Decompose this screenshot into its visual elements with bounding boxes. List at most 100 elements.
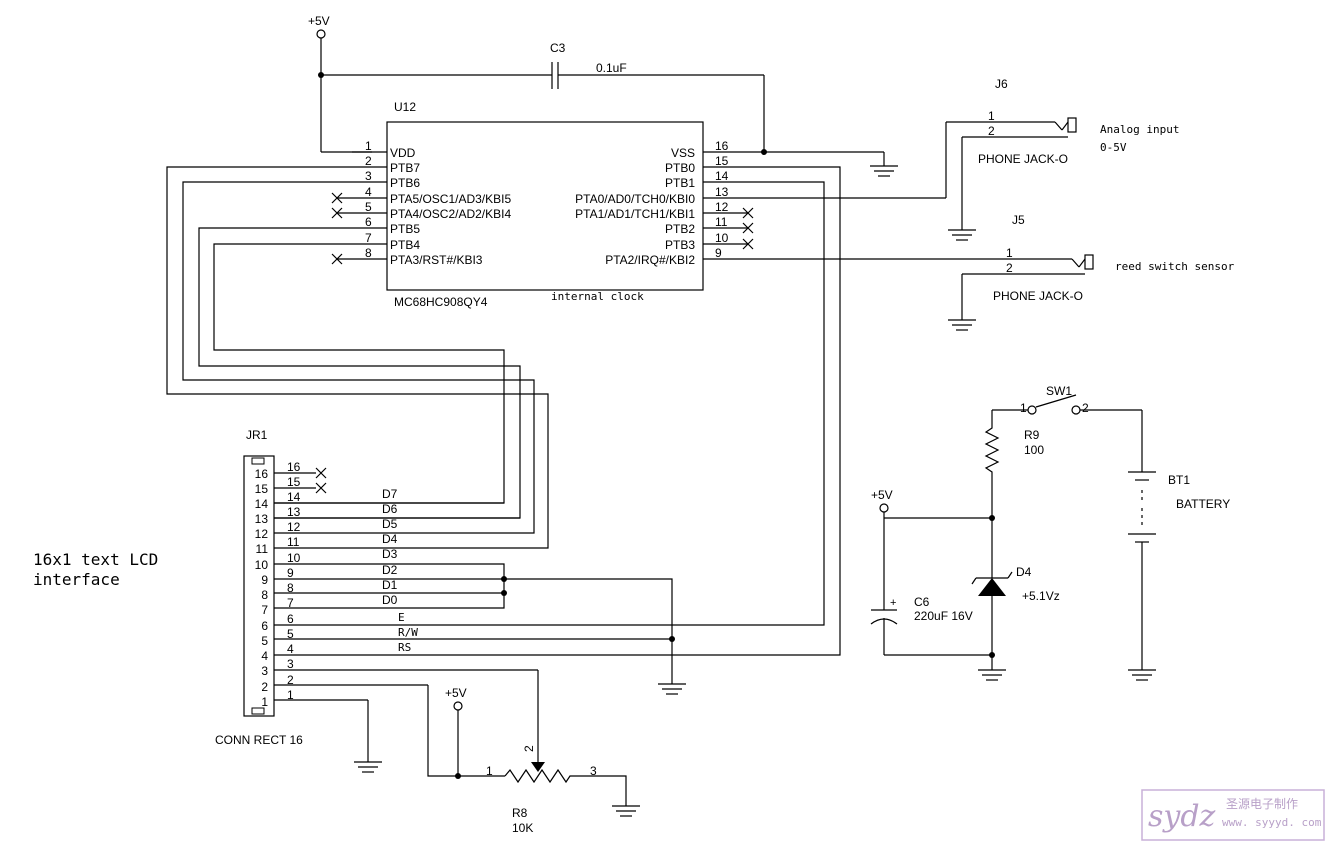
jr1-pin-num: 10 (287, 551, 301, 565)
j5-ref: J5 (1012, 213, 1025, 227)
mcu-pin-name: PTA1/AD1/TCH1/KBI1 (575, 207, 695, 221)
j6-name: PHONE JACK-O (978, 152, 1068, 166)
mcu-pin-name: PTA5/OSC1/AD3/KBI5 (390, 192, 511, 206)
potentiometer-r8: +5V 1 2 3 R8 10K (427, 670, 640, 835)
r9-ref: R9 (1024, 428, 1040, 442)
mcu-pin-num: 16 (715, 139, 729, 153)
mcu-pin-num: 11 (715, 215, 728, 229)
sw1-ref: SW1 (1046, 384, 1072, 398)
d4-value: +5.1Vz (1022, 589, 1060, 603)
battery-bt1: BT1 BATTERY (1128, 410, 1230, 681)
d4-ref: D4 (1016, 565, 1032, 579)
signal-label: D6 (382, 502, 398, 516)
r8-ref: R8 (512, 806, 528, 820)
j5-desc: reed switch sensor (1115, 260, 1235, 273)
lcd-signal-labels: D7 D6 D5 D4 D3 D2 D1 D0 E R/W RS (382, 487, 418, 654)
bt1-name: BATTERY (1176, 497, 1230, 511)
r8-pin3: 3 (590, 764, 597, 778)
mcu-ref: U12 (394, 100, 416, 114)
j6-desc2: 0-5V (1100, 141, 1127, 154)
mcu-pin-num: 4 (365, 185, 372, 199)
mcu-pin-name: VDD (390, 146, 416, 160)
jr1-pin-num: 2 (287, 673, 294, 687)
signal-label: D7 (382, 487, 398, 501)
signal-label: D0 (382, 593, 398, 607)
sw1-pin2: 2 (1082, 401, 1089, 415)
mcu-pin-num: 3 (365, 169, 372, 183)
jr1-pin-num: 12 (287, 520, 301, 534)
jr1-pin-num: 7 (261, 603, 268, 617)
j5-pin2: 2 (1006, 261, 1013, 275)
jr1-pin-num: 5 (287, 627, 294, 641)
signal-label: D1 (382, 578, 398, 592)
mcu-pin-num: 9 (715, 246, 722, 260)
regulator-vcc: +5V (871, 488, 995, 521)
ground-icon (354, 700, 382, 773)
mcu-part: MC68HC908QY4 (394, 295, 488, 309)
r8-pin2: 2 (522, 745, 536, 752)
signal-label: D2 (382, 563, 398, 577)
jr1-pin-num: 6 (287, 612, 294, 626)
jr1-pin-num: 10 (255, 558, 269, 572)
jr1-pin-num: 1 (261, 695, 268, 709)
c3-value: 0.1uF (596, 61, 627, 75)
watermark-logo-text: sydz (1148, 799, 1216, 834)
no-connect-icon (315, 467, 327, 494)
signal-label: D5 (382, 517, 398, 531)
mcu-pin-name: PTB1 (665, 176, 695, 190)
mcu-pin-num: 1 (365, 139, 372, 153)
lcd-note-line2: interface (33, 570, 120, 589)
mcu-pin-name: PTB0 (665, 161, 695, 175)
r8-pin1: 1 (486, 764, 493, 778)
jr1-pin-num: 15 (255, 482, 269, 496)
capacitor-c6: + C6 220uF 16V (870, 518, 992, 656)
mcu-pin-num: 13 (715, 185, 729, 199)
r8-value: 10K (512, 821, 533, 835)
signal-label: D3 (382, 547, 398, 561)
signal-label: RS (398, 641, 411, 654)
mcu-pin-num: 2 (365, 154, 372, 168)
jr1-pin-num: 4 (261, 649, 268, 663)
watermark-cn: 圣源电子制作 (1226, 797, 1298, 811)
c6-polarity: + (890, 597, 896, 609)
jr1-pin-num: 2 (261, 680, 268, 694)
sw1-pin1: 1 (1020, 401, 1027, 415)
switch-sw1: SW1 1 2 (992, 384, 1142, 415)
mcu-pin-num: 7 (365, 231, 372, 245)
j6-ref: J6 (995, 77, 1008, 91)
zener-d4: D4 +5.1Vz (971, 518, 1060, 681)
lcd-note: 16x1 text LCD interface (33, 550, 158, 589)
mcu-pin-num: 12 (715, 200, 729, 214)
jr1-pin-num: 4 (287, 642, 294, 656)
c6-value: 220uF 16V (914, 609, 973, 623)
watermark-url: www. syyyd. com (1222, 816, 1322, 829)
jack-j5: J5 1 2 PHONE JACK-O reed switch sensor (738, 213, 1235, 331)
mcu-pin-name: VSS (671, 146, 695, 160)
jr1-name: CONN RECT 16 (215, 733, 303, 747)
r9-value: 100 (1024, 443, 1044, 457)
mcu-pin-num: 6 (365, 215, 372, 229)
jr1-pin-num: 8 (261, 588, 268, 602)
resistor-r9: R9 100 (984, 410, 1044, 518)
jr1-pin-num: 15 (287, 475, 301, 489)
jr1-pin-num: 3 (261, 664, 268, 678)
jr1-pin-num: 8 (287, 581, 294, 595)
mcu-note: internal clock (551, 290, 644, 303)
connector-jr1: JR1 CONN RECT 16 16 15 14 13 12 11 10 9 … (215, 428, 538, 747)
jr1-pin-num: 3 (287, 657, 294, 671)
jr1-pin-num: 5 (261, 634, 268, 648)
mcu-pin-name: PTB3 (665, 238, 695, 252)
jr1-pin-num: 7 (287, 596, 294, 610)
no-connect-icon (331, 192, 754, 265)
jr1-pin-num: 1 (287, 688, 294, 702)
j6-pin2: 2 (988, 124, 995, 138)
c3-ref: C3 (550, 41, 566, 55)
mcu-pin-name: PTB5 (390, 222, 420, 236)
mcu-pin-num: 8 (365, 246, 372, 260)
mcu-pin-name: PTB6 (390, 176, 420, 190)
c6-ref: C6 (914, 595, 930, 609)
j6-pin1: 1 (988, 109, 995, 123)
signal-label: D4 (382, 532, 398, 546)
j6-desc1: Analog input (1100, 123, 1179, 136)
mcu-pin-name: PTA2/IRQ#/KBI2 (605, 253, 695, 267)
